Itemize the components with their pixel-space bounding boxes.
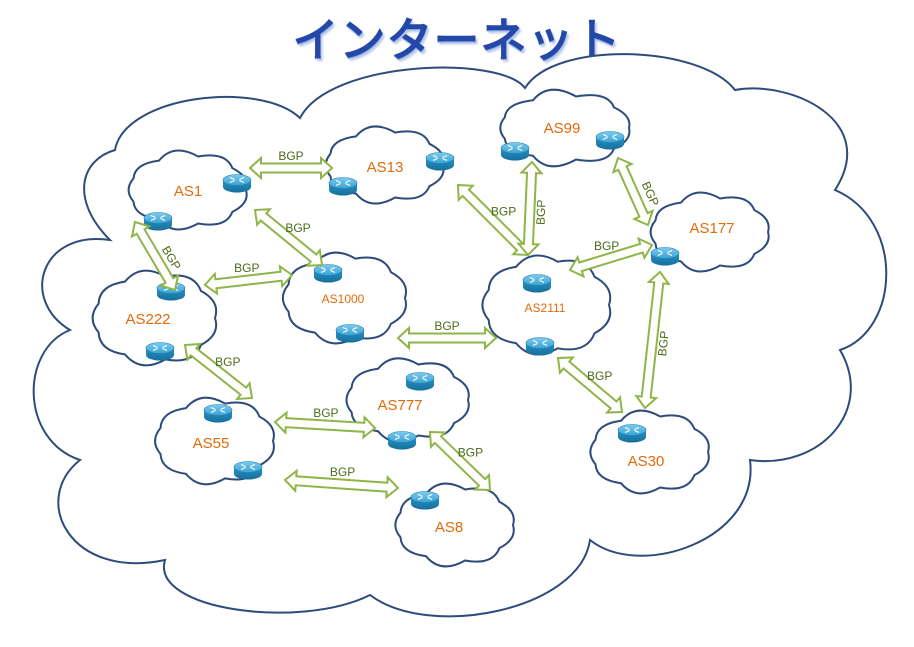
- bgp-arrow: [283, 468, 400, 500]
- bgp-arrow: [203, 264, 294, 296]
- bgp-link-12: BGP: [273, 406, 377, 440]
- router-icon: [522, 274, 552, 293]
- cloud-shape: [589, 409, 710, 495]
- cloud-shape: [281, 251, 407, 345]
- as-cloud-as8: AS8: [394, 482, 515, 568]
- bgp-label: BGP: [587, 369, 612, 383]
- router-icon: [233, 461, 263, 480]
- as-label: AS1: [174, 183, 202, 200]
- bgp-label: BGP: [655, 330, 672, 357]
- bgp-arrow: [634, 270, 671, 410]
- bgp-label: BGP: [285, 221, 310, 235]
- as-label: AS777: [377, 397, 422, 414]
- router-icon: [387, 431, 417, 450]
- as-label: AS30: [628, 453, 665, 470]
- router-icon: [145, 342, 175, 361]
- bgp-link-1: BGP: [253, 208, 324, 267]
- router-icon: [525, 337, 555, 356]
- as-label: AS8: [435, 519, 463, 536]
- bgp-link-11: BGP: [183, 342, 254, 401]
- bgp-link-3: BGP: [203, 261, 294, 296]
- bgp-label: BGP: [434, 319, 459, 333]
- as-cloud-as2111: AS2111: [481, 254, 612, 356]
- as-label: AS99: [544, 120, 581, 137]
- router-icon: [650, 247, 680, 266]
- as-cloud-as30: AS30: [589, 409, 710, 495]
- diagram-title: インターネット: [292, 13, 622, 67]
- bgp-label: BGP: [458, 445, 483, 459]
- router-icon: [617, 424, 647, 443]
- as-cloud-as13: AS13: [324, 125, 455, 205]
- as-cloud-as1: AS1: [127, 149, 252, 231]
- router-icon: [313, 264, 343, 283]
- router-icon: [405, 372, 435, 391]
- bgp-arrow: [568, 236, 654, 279]
- router-icon: [143, 212, 173, 231]
- bgp-link-14: BGP: [428, 430, 492, 492]
- bgp-arrow: [396, 325, 498, 351]
- bgp-link-8: BGP: [396, 319, 498, 351]
- bgp-arrow: [556, 356, 624, 414]
- router-icon: [335, 324, 365, 343]
- bgp-label: BGP: [278, 149, 303, 163]
- as-label: AS177: [689, 220, 734, 237]
- bgp-arrow: [516, 160, 544, 257]
- bgp-arrow: [611, 156, 655, 227]
- as-cloud-as177: AS177: [649, 191, 770, 273]
- as-cloud-as99: AS99: [499, 88, 631, 168]
- bgp-label: BGP: [313, 406, 338, 420]
- bgp-arrow: [428, 430, 492, 492]
- as-label: AS1000: [322, 292, 365, 306]
- bgp-arrow: [130, 220, 180, 292]
- as-cloud-as1000: AS1000: [281, 251, 407, 345]
- cloud-shape: [127, 149, 248, 231]
- bgp-arrow: [273, 410, 377, 440]
- bgp-arrow: [183, 342, 254, 401]
- as-label: AS2111: [525, 301, 566, 315]
- bgp-link-9: BGP: [634, 270, 672, 410]
- bgp-link-0: BGP: [248, 149, 334, 181]
- bgp-arrow: [248, 155, 334, 181]
- bgp-label: BGP: [234, 261, 259, 275]
- router-icon: [500, 142, 530, 161]
- router-icon: [425, 152, 455, 171]
- router-icon: [203, 404, 233, 423]
- bgp-arrow: [253, 208, 324, 267]
- bgp-label: BGP: [330, 465, 355, 479]
- as-label: AS55: [193, 435, 230, 452]
- cloud-shape: [649, 191, 770, 273]
- as-label: AS222: [125, 311, 170, 328]
- bgp-label: BGP: [491, 205, 516, 219]
- bgp-label: BGP: [215, 355, 240, 369]
- bgp-label: BGP: [533, 199, 548, 225]
- as-label: AS13: [367, 159, 404, 176]
- as-cloud-as55: AS55: [154, 396, 275, 486]
- bgp-link-10: BGP: [556, 356, 624, 414]
- router-icon: [595, 131, 625, 150]
- bgp-link-13: BGP: [283, 465, 400, 500]
- bgp-link-5: BGP: [516, 160, 549, 257]
- cloud-shape: [499, 88, 631, 168]
- router-icon: [410, 491, 440, 510]
- router-icon: [328, 177, 358, 196]
- bgp-link-7: BGP: [568, 236, 654, 279]
- bgp-label: BGP: [594, 239, 619, 253]
- router-icon: [222, 174, 252, 193]
